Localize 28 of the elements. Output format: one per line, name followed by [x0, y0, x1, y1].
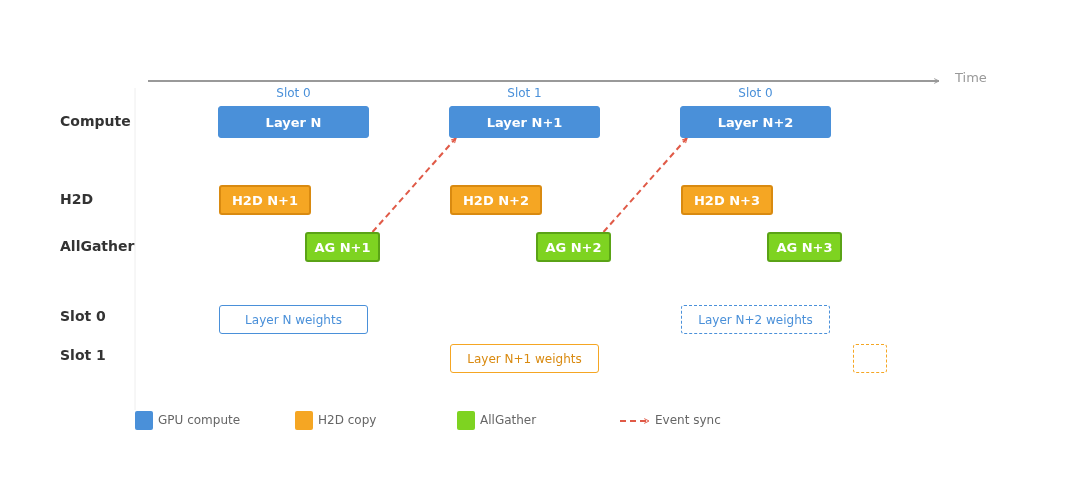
row-label: Slot 0 — [60, 308, 106, 324]
copy-block: H2D N+3 — [681, 185, 773, 215]
copy-block: H2D N+2 — [450, 185, 542, 215]
axis-label: Time — [955, 70, 987, 85]
legend-text: Event sync — [655, 413, 721, 427]
weights-slot-box: Layer N+2 weights — [681, 305, 830, 334]
empty-slot-box — [853, 344, 887, 373]
legend-text: AllGather — [480, 413, 537, 427]
compute-block: Layer N — [218, 106, 369, 138]
sync-arrow — [602, 137, 688, 233]
allgather-block: AG N+1 — [305, 232, 380, 262]
copy-block: H2D N+1 — [219, 185, 311, 215]
row-label: AllGather — [60, 238, 135, 254]
weights-slot-box: Layer N+1 weights — [450, 344, 599, 373]
legend-text: H2D copy — [318, 413, 377, 427]
slot-label: Slot 1 — [507, 86, 542, 100]
row-label: Slot 1 — [60, 347, 106, 363]
row-label: H2D — [60, 191, 94, 207]
compute-block: Layer N+2 — [680, 106, 831, 138]
slot-label: Slot 0 — [738, 86, 773, 100]
allgather-block: AG N+3 — [767, 232, 842, 262]
legend-text: GPU compute — [158, 413, 241, 427]
slot-label: Slot 0 — [276, 86, 311, 100]
row-label: Compute — [60, 113, 131, 129]
sync-arrow — [371, 137, 457, 233]
compute-block: Layer N+1 — [449, 106, 600, 138]
allgather-block: AG N+2 — [536, 232, 611, 262]
weights-slot-box: Layer N weights — [219, 305, 368, 334]
